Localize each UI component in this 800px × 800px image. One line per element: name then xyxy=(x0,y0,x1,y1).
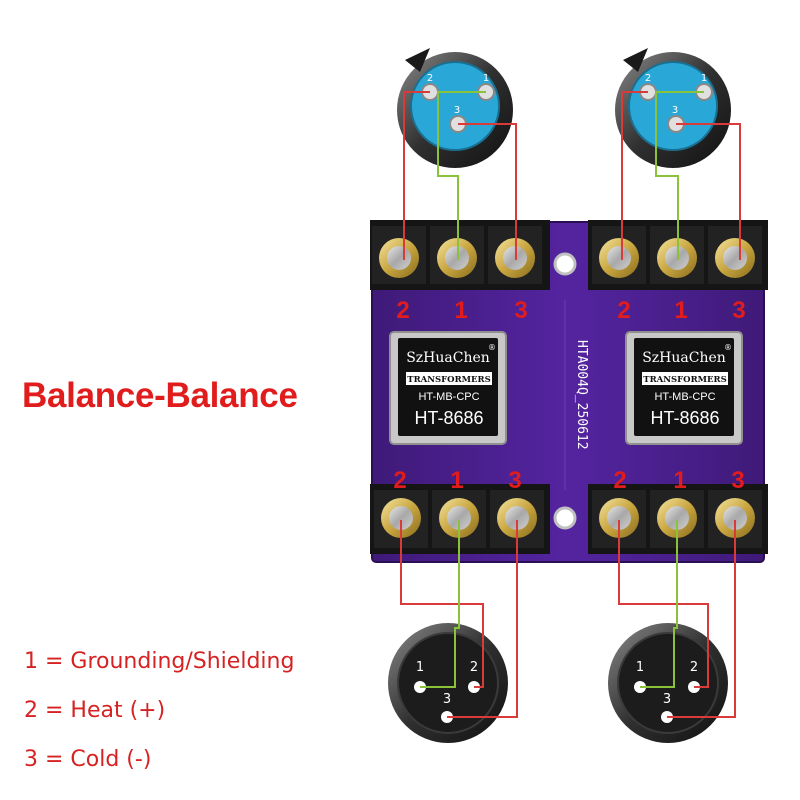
pin-number: 2 xyxy=(690,660,698,675)
transformer-right: SzHuaChen ® TRANSFORMERS HT-MB-CPC HT-86… xyxy=(625,331,743,445)
terminal-block-top-left xyxy=(370,220,550,290)
wiring-bottom-left xyxy=(400,520,518,718)
transformer-left: SzHuaChen ® TRANSFORMERS HT-MB-CPC HT-86… xyxy=(389,331,507,445)
transformer-type: TRANSFORMERS xyxy=(407,375,491,385)
pin-number: 2 xyxy=(645,73,651,84)
terminal-label-bottom: 1 xyxy=(450,467,463,494)
xlr-male-right: 1 2 3 xyxy=(608,623,728,743)
terminal-label-bottom: 2 xyxy=(393,467,406,494)
transformer-brand: SzHuaChen xyxy=(406,350,490,366)
pin-number: 1 xyxy=(636,660,644,675)
terminal-label-bottom: 2 xyxy=(613,467,626,494)
pin-number: 3 xyxy=(443,692,451,707)
terminal-label-top: 2 xyxy=(396,297,409,324)
transformer-part-number: HT-8686 xyxy=(414,408,483,428)
pcb-board xyxy=(371,221,765,563)
terminal-label-top: 1 xyxy=(454,297,467,324)
pin-number: 3 xyxy=(672,105,678,116)
terminal-label-top: 2 xyxy=(617,297,630,324)
xlr-female-left: 2 1 3 xyxy=(397,48,513,168)
terminal-label-top: 3 xyxy=(514,297,527,324)
pin-number: 3 xyxy=(663,692,671,707)
legend-pin-2: 2 = Heat (+) xyxy=(24,698,166,723)
registered-mark: ® xyxy=(724,343,732,352)
xlr-female-right: 2 1 3 xyxy=(615,48,731,168)
legend-pin-1: 1 = Grounding/Shielding xyxy=(24,649,295,674)
terminal-label-top: 1 xyxy=(674,297,687,324)
terminal-label-top: 3 xyxy=(732,297,745,324)
diagram-title: Balance-Balance xyxy=(22,376,298,415)
pin-number: 2 xyxy=(470,660,478,675)
terminal-label-bottom: 3 xyxy=(731,467,744,494)
mount-hole-top xyxy=(553,252,577,276)
mount-hole-bottom xyxy=(553,506,577,530)
pin-number: 1 xyxy=(483,73,489,84)
transformer-type: TRANSFORMERS xyxy=(643,375,727,385)
wiring-top-right xyxy=(621,91,741,260)
pin-number: 2 xyxy=(427,73,433,84)
transformer-brand: SzHuaChen xyxy=(642,350,726,366)
wiring-top-left xyxy=(403,91,517,260)
terminal-label-bottom: 1 xyxy=(673,467,686,494)
pin-number: 1 xyxy=(416,660,424,675)
terminal-label-bottom: 3 xyxy=(508,467,521,494)
transformer-part-number: HT-8686 xyxy=(650,408,719,428)
pin-number: 3 xyxy=(454,105,460,116)
transformer-model-line: HT-MB-CPC xyxy=(418,391,479,403)
legend-pin-3: 3 = Cold (-) xyxy=(24,747,152,772)
registered-mark: ® xyxy=(488,343,496,352)
pin-number: 1 xyxy=(701,73,707,84)
xlr-male-left: 1 2 3 xyxy=(388,623,508,743)
wiring-bottom-right xyxy=(618,520,736,718)
transformer-model-line: HT-MB-CPC xyxy=(654,391,715,403)
pcb-silkscreen-text: HTA004Q_250612 xyxy=(574,340,589,450)
